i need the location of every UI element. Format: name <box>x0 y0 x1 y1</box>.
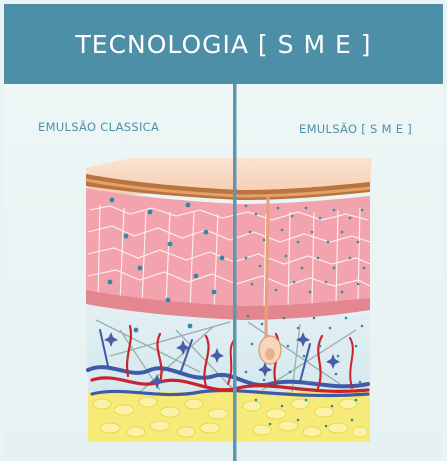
center-divider <box>233 84 237 461</box>
fat-layer <box>88 392 370 442</box>
epidermis-layer <box>86 188 370 320</box>
skin-surface <box>86 158 372 200</box>
